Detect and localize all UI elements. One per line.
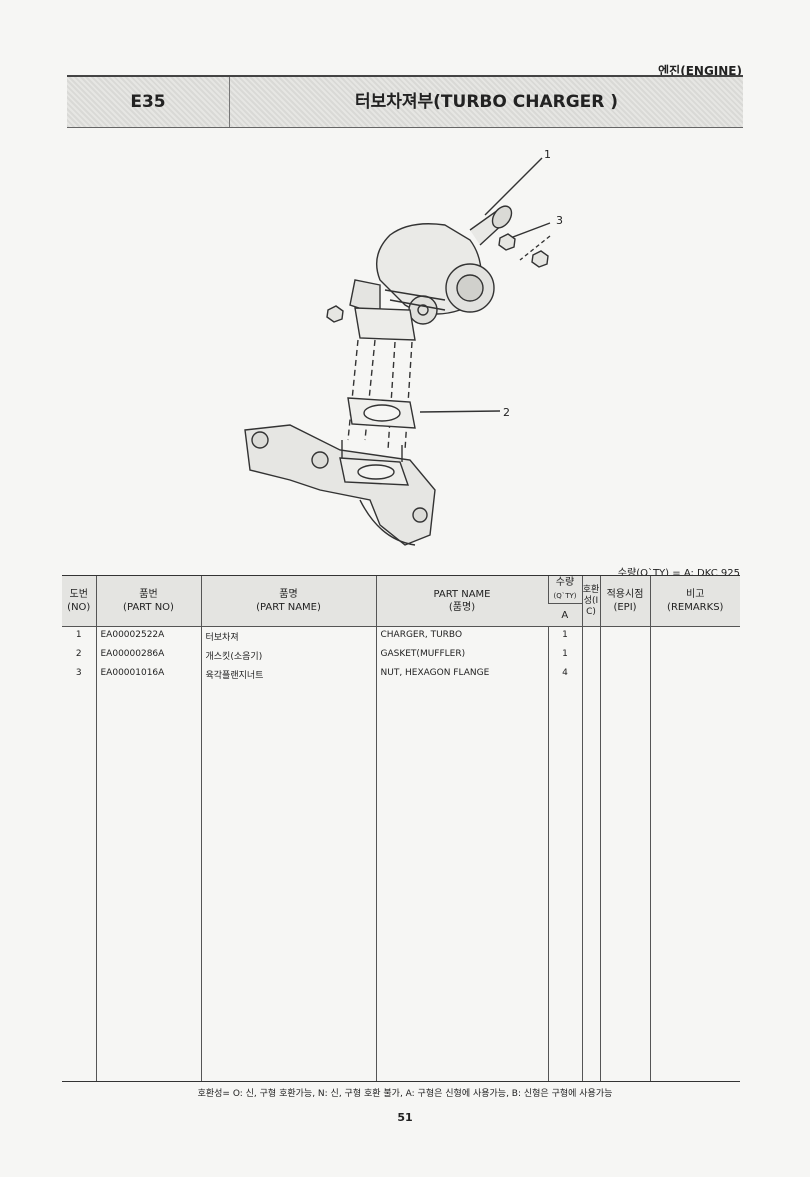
row-no: 1 bbox=[75, 630, 82, 640]
row-part-no: EA00002522A bbox=[95, 626, 201, 646]
turbo-charger-exploded-diagram: 1 2 3 bbox=[244, 148, 563, 546]
section-label: 엔진(ENGINE) bbox=[658, 64, 742, 78]
section-code: E35 bbox=[67, 77, 230, 127]
row-ic bbox=[581, 646, 600, 665]
row-remarks bbox=[649, 646, 740, 665]
parts-table: 도번(NO) 품번(PART NO) 품명(PART NAME) PART NA… bbox=[62, 575, 740, 1082]
row-remarks bbox=[649, 665, 740, 684]
col-header-epi: 적용시점(EPI) bbox=[599, 575, 650, 627]
title-bar: E35 터보차져부(TURBO CHARGER ) bbox=[67, 75, 743, 128]
table-empty-area bbox=[62, 684, 740, 1082]
row-name-en: GASKET(MUFFLER) bbox=[375, 646, 548, 665]
row-ic bbox=[581, 626, 600, 646]
col-header-no: 도번(NO) bbox=[62, 575, 96, 627]
flange-nut bbox=[326, 233, 549, 323]
row-part-no: EA00000286A bbox=[95, 646, 201, 665]
col-header-qty: 수량(Q`TY) bbox=[547, 575, 582, 604]
row-name-ko: 육각플랜지너트 bbox=[200, 665, 376, 684]
table-row: 2 EA00000286A 개스킷(소음기) GASKET(MUFFLER) 1 bbox=[62, 646, 740, 665]
row-ic bbox=[581, 665, 600, 684]
col-header-part-name-ko: 품명(PART NAME) bbox=[200, 575, 376, 627]
row-name-en: CHARGER, TURBO bbox=[375, 626, 548, 646]
callout-2: 2 bbox=[503, 406, 510, 419]
row-epi bbox=[599, 626, 650, 646]
row-qty: 1 bbox=[547, 646, 582, 665]
col-header-remarks: 비고(REMARKS) bbox=[649, 575, 740, 627]
col-header-ic: 호환성(IC) bbox=[581, 575, 600, 627]
row-remarks bbox=[649, 626, 740, 646]
table-row: 3 EA00001016A 육각플랜지너트 NUT, HEXAGON FLANG… bbox=[62, 665, 740, 684]
exhaust-manifold bbox=[244, 424, 436, 546]
col-header-part-no: 품번(PART NO) bbox=[95, 575, 201, 627]
row-name-en: NUT, HEXAGON FLANGE bbox=[375, 665, 548, 684]
leader-line-1 bbox=[484, 157, 543, 216]
row-no: 2 bbox=[75, 649, 82, 659]
row-qty: 4 bbox=[547, 665, 582, 684]
row-epi bbox=[599, 646, 650, 665]
turbocharger bbox=[349, 205, 513, 325]
quantity-note: 수량(Q`TY) = A: DKC 925 bbox=[617, 568, 740, 579]
col-header-part-name: PART NAME(품명) bbox=[375, 575, 548, 627]
row-name-ko: 개스킷(소음기) bbox=[200, 646, 376, 665]
row-part-no: EA00001016A bbox=[95, 665, 201, 684]
col-header-qty-a: A bbox=[548, 603, 582, 627]
page-number: 51 bbox=[397, 1111, 413, 1124]
table-row: 1 EA00002522A 터보차져 CHARGER, TURBO 1 bbox=[62, 626, 740, 646]
row-qty: 1 bbox=[547, 626, 582, 646]
page-title: 터보차져부(TURBO CHARGER ) bbox=[354, 92, 619, 112]
leader-line-2 bbox=[419, 410, 501, 413]
row-no: 3 bbox=[75, 668, 82, 678]
gasket bbox=[347, 397, 416, 429]
callout-1: 1 bbox=[544, 148, 551, 161]
row-name-ko: 터보차져 bbox=[200, 626, 376, 646]
row-epi bbox=[599, 665, 650, 684]
compatibility-note: 호환성= O: 신, 구형 호환가능, N: 신, 구형 호환 불가, A: 구… bbox=[197, 1089, 613, 1099]
callout-3: 3 bbox=[556, 214, 563, 227]
